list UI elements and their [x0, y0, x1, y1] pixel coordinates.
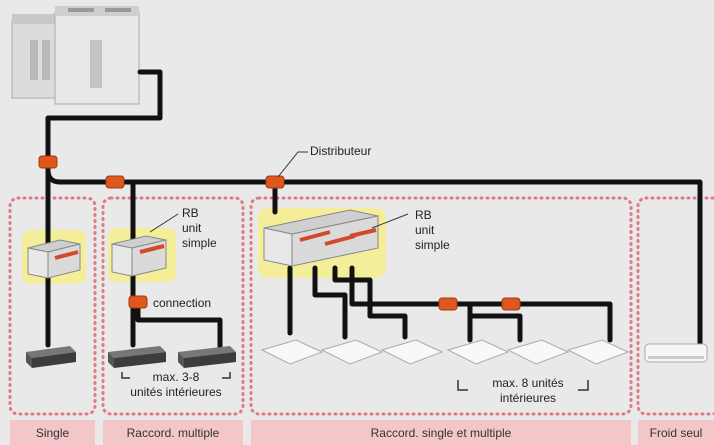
rb-callout-line: [371, 213, 409, 229]
distributor-joint: [38, 155, 58, 169]
distributor-callout-line: [277, 151, 308, 178]
cassette-indoor-unit: [446, 339, 510, 365]
distributor-label: Distributeur: [310, 144, 372, 158]
rb-right-line1: RB: [415, 208, 432, 222]
max-units-label-right: max. 8 unités intérieures: [478, 376, 578, 406]
rb-unit-label-right: RB unit simple: [415, 208, 450, 253]
connection-label: connection: [153, 296, 212, 310]
footer-raccord-multiple: Raccord. multiple: [103, 420, 243, 445]
group-box-raccord-multiple: [101, 196, 245, 416]
distributor-joint: [501, 297, 521, 311]
rb-left-line1: RB: [182, 206, 199, 220]
max-right-line2: intérieures: [499, 391, 557, 405]
group-box-froid-seul: [636, 196, 714, 416]
rb-right-line2: unit: [415, 223, 435, 237]
rb-unit-label-left: RB unit simple: [182, 206, 217, 251]
group-box-single: [8, 196, 97, 416]
max-left-line1: max. 3-8: [152, 370, 200, 384]
cassette-indoor-unit: [380, 339, 444, 365]
distributor-joint: [438, 297, 458, 311]
max-units-label-left: max. 3-8 unités intérieures: [117, 370, 235, 400]
outdoor-unit: [11, 6, 140, 105]
ducted-indoor-unit: [108, 346, 166, 368]
group-box-raccord-single-multiple: [249, 196, 633, 416]
footer-single: Single: [10, 420, 95, 445]
rb-unit-single: [27, 239, 81, 279]
ducted-indoor-unit: [26, 346, 76, 368]
max-right-line1: max. 8 unités: [492, 376, 564, 390]
rb-left-line3: simple: [182, 236, 217, 250]
rb-unit-large: [263, 209, 379, 267]
cassette-indoor-unit: [506, 339, 570, 365]
cassette-indoor-unit: [260, 339, 324, 365]
footer-raccord-single-multiple: Raccord. single et multiple: [251, 420, 631, 445]
distributor-joint: [128, 295, 148, 309]
rb-right-line3: simple: [415, 238, 450, 252]
cassette-indoor-unit: [320, 339, 384, 365]
rb-left-line2: unit: [182, 221, 202, 235]
distributor-joint: [105, 175, 125, 189]
bracket-left: [121, 372, 231, 379]
wall-mounted-indoor-unit: [644, 343, 708, 363]
max-left-line2: unités intérieures: [130, 385, 222, 399]
footer-froid-seul: Froid seul: [638, 420, 714, 445]
rb-unit-multiple: [111, 235, 167, 277]
cassette-indoor-unit: [566, 339, 630, 365]
distributor-joints: [38, 155, 521, 311]
ducted-indoor-unit: [178, 346, 236, 368]
rb-callout-line: [149, 213, 179, 233]
distributor-joint: [265, 175, 285, 189]
bracket-right: [457, 380, 589, 391]
